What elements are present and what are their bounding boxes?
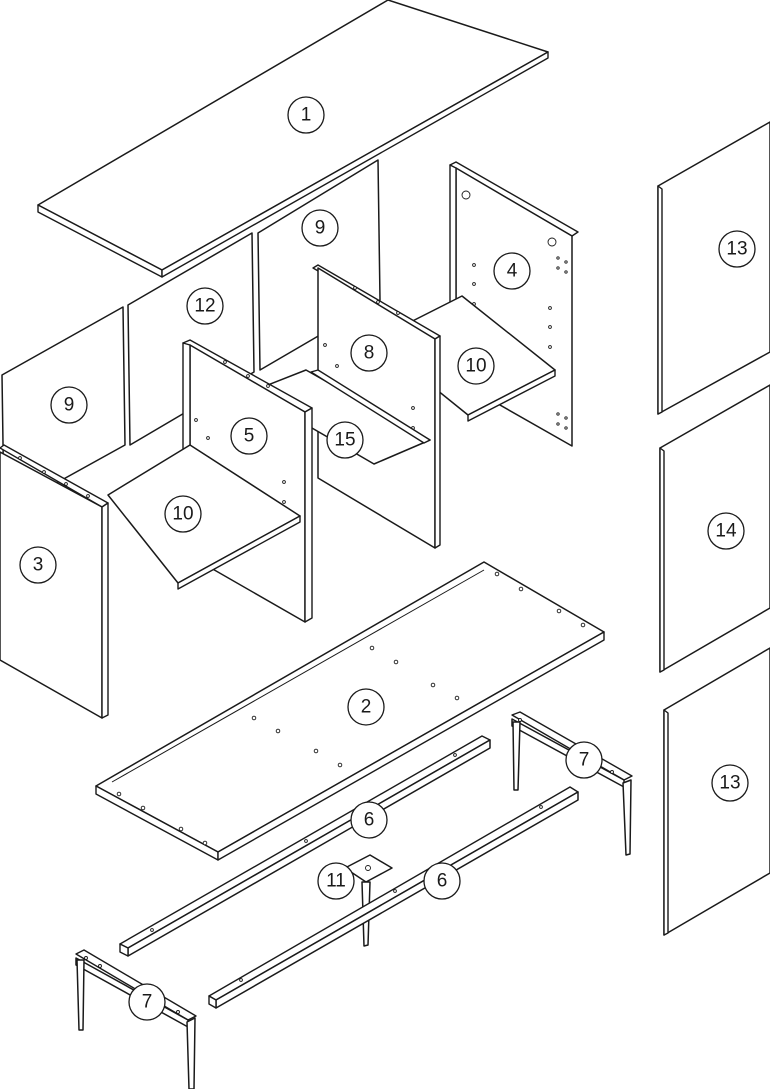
callout-back-panel-center: 12 xyxy=(186,287,224,325)
callout-center-shelf: 15 xyxy=(326,421,364,459)
callout-leg-frame-left: 7 xyxy=(128,983,166,1021)
callout-center-leg: 11 xyxy=(317,862,355,900)
leg-frame-right xyxy=(511,711,633,856)
callout-back-panel-right: 9 xyxy=(301,209,339,247)
callout-shelf-right: 10 xyxy=(457,347,495,385)
svg-text:9: 9 xyxy=(64,395,75,416)
svg-text:12: 12 xyxy=(194,296,215,317)
svg-text:1: 1 xyxy=(301,105,312,126)
svg-text:10: 10 xyxy=(465,356,486,377)
callout-rail-back: 6 xyxy=(423,862,461,900)
callout-bottom-panel: 2 xyxy=(347,688,385,726)
svg-text:5: 5 xyxy=(244,426,255,447)
callout-leg-frame-right: 7 xyxy=(565,741,603,779)
leg-frame-left xyxy=(75,949,197,1089)
callout-divider-right: 8 xyxy=(350,334,388,372)
svg-text:14: 14 xyxy=(715,521,737,542)
svg-text:10: 10 xyxy=(172,504,193,525)
back-panel-center xyxy=(127,232,255,446)
door-top xyxy=(657,121,770,415)
svg-text:13: 13 xyxy=(726,239,747,260)
svg-text:8: 8 xyxy=(364,343,375,364)
svg-text:7: 7 xyxy=(142,992,153,1013)
callout-door-bottom: 13 xyxy=(711,764,749,802)
svg-text:9: 9 xyxy=(315,218,326,239)
top-panel xyxy=(37,0,549,278)
callout-right-side: 4 xyxy=(493,252,531,290)
callout-divider-left: 5 xyxy=(230,417,268,455)
svg-text:13: 13 xyxy=(719,773,740,794)
shelf-left xyxy=(107,444,301,590)
callout-left-side: 3 xyxy=(19,546,57,584)
svg-text:7: 7 xyxy=(579,750,590,771)
callout-door-top: 13 xyxy=(718,230,756,268)
callout-rail-front: 6 xyxy=(350,801,388,839)
callout-back-panel-left: 9 xyxy=(50,386,88,424)
svg-text:2: 2 xyxy=(361,697,372,718)
left-side-panel xyxy=(0,444,109,719)
svg-text:6: 6 xyxy=(364,810,375,831)
svg-text:15: 15 xyxy=(334,430,355,451)
callout-top-panel: 1 xyxy=(287,96,325,134)
callout-shelf-left: 10 xyxy=(164,495,202,533)
rail-back xyxy=(208,786,579,1009)
svg-text:4: 4 xyxy=(507,261,518,282)
callout-door-middle: 14 xyxy=(707,512,745,550)
svg-text:3: 3 xyxy=(33,555,44,576)
center-shelf xyxy=(249,369,431,465)
svg-text:6: 6 xyxy=(437,871,448,892)
svg-text:11: 11 xyxy=(326,871,346,892)
